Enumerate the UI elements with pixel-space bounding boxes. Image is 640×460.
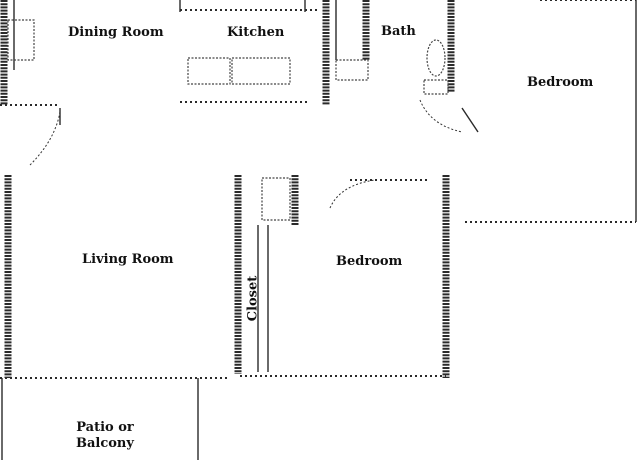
bedroom-2-walls [240,175,450,378]
living-room-walls [0,175,228,379]
dining-room-label: Dining Room [68,25,164,40]
living-room-label: Living Room [82,252,174,267]
kitchen-label: Kitchen [227,25,285,40]
patio-label-line2: Balcony [76,436,134,452]
closet-label: Closet [245,275,261,322]
kitchen-fixtures [179,0,320,103]
bath-label: Bath [381,24,416,39]
closet-walls [234,175,299,374]
bath-walls [322,0,455,105]
patio-label-line1: Patio or [76,420,134,435]
patio-label: Patio or Balcony [76,420,134,453]
bedroom-1-walls [465,0,637,223]
dining-room-walls [0,0,60,106]
bedroom-2-label: Bedroom [336,254,403,269]
door-swing-dining [29,111,61,166]
patio-walls [1,378,199,460]
door-swing-bath [419,99,463,133]
bedroom-1-label: Bedroom [527,75,594,90]
